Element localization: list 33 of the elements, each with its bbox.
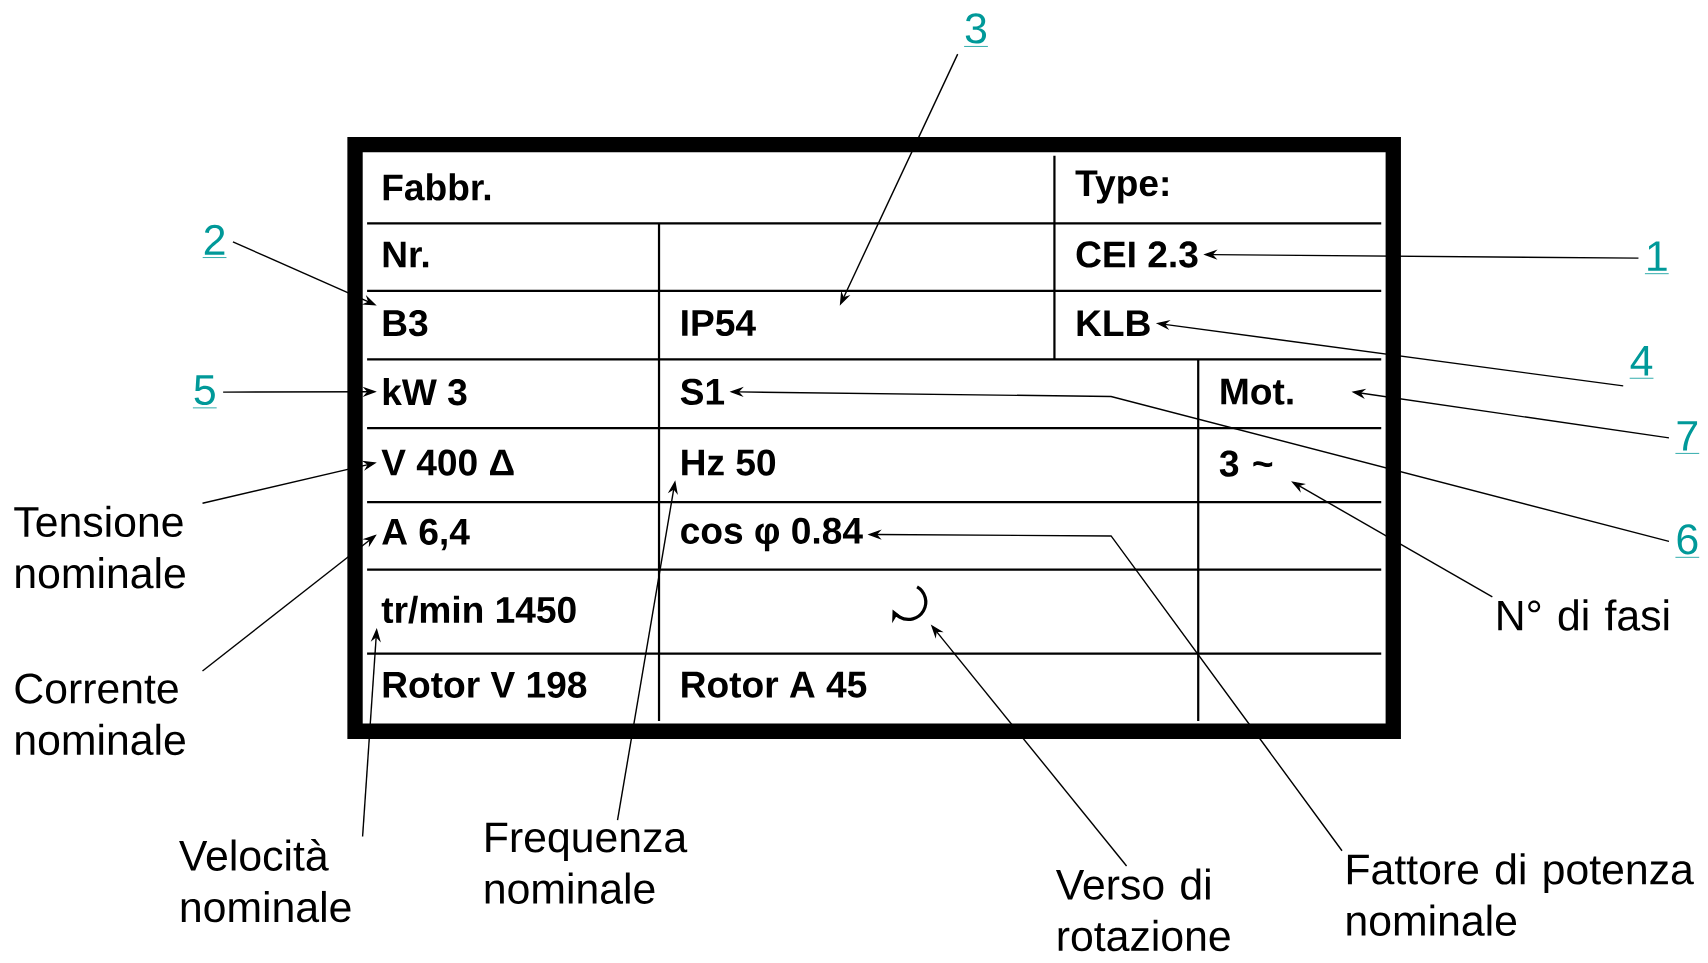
callout-number: 3 [963,13,989,47]
nameplate-entry: Nr. [383,241,429,268]
nameplate-entry: 3 ~ [1219,450,1273,477]
nameplate-entry: Rotor A 45 [682,671,867,698]
annotation-text: Tensione nominale [14,505,185,589]
nameplate-entry: Type: [1075,170,1168,204]
nameplate-entry: A 6,4 [382,518,470,551]
annotation-text: N° di fasi [1498,599,1669,631]
nameplate-entry: Hz 50 [682,449,776,476]
nameplate-entry: Fabbr. [383,173,491,201]
annotation-text: Velocità nominale [179,839,351,923]
nameplate-entry: IP54 [682,310,756,337]
callout-number: 1 [1644,241,1670,275]
nameplate-entry: V 400 Δ [381,449,514,476]
callout-number: 6 [1675,524,1700,558]
annotation-text: Corrente nominale [15,673,185,756]
nameplate-entry: CEI 2.3 [1076,241,1198,268]
callout-number: 7 [1675,421,1700,454]
rotation-arrow-symbol [892,585,928,624]
annotation-text: Fattore di potenza nominale [1347,853,1694,937]
nameplate-entry: Rotor V 198 [383,671,587,698]
nameplate-entry: S1 [680,378,725,405]
nameplate-entry: B3 [383,310,428,337]
nameplate-entry: tr/min 1450 [381,595,576,624]
callout-number: 4 [1629,346,1654,379]
callout-number: 5 [192,375,218,409]
nameplate-entry: Mot. [1221,378,1293,405]
nameplate-entry: cos φ 0.84 [681,517,863,552]
annotation-text: Frequenza nominale [485,822,688,904]
annotation-text: Verso di rotazione [1055,868,1230,952]
nameplate-entry: KLB [1077,310,1150,336]
callout-number: 2 [202,224,227,258]
nameplate-entry: kW 3 [383,378,467,406]
